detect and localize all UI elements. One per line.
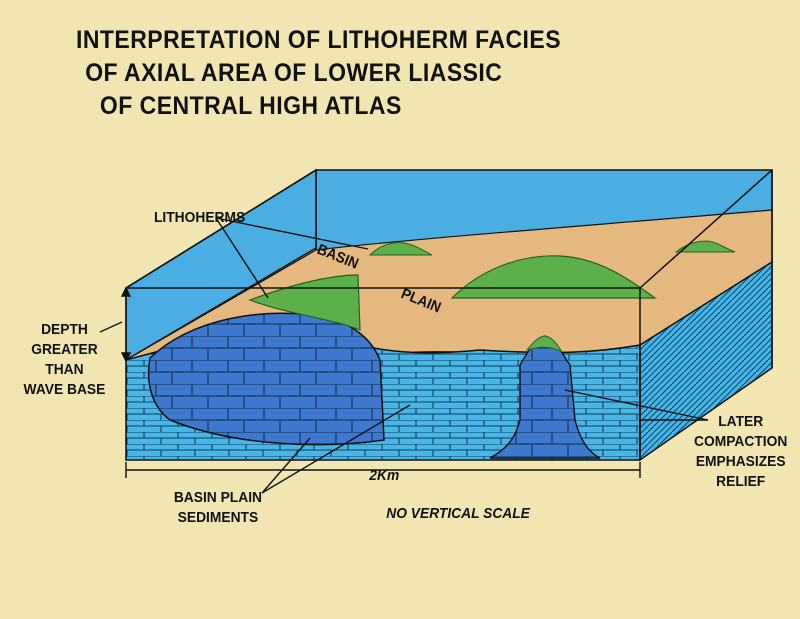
label-depth-line-1: DEPTH: [41, 321, 88, 338]
label-depth-line-3: THAN: [45, 361, 84, 378]
label-basin-plain-sediments: BASIN PLAIN SEDIMENTS: [174, 488, 262, 528]
title-line-3: OF CENTRAL HIGH ATLAS: [99, 92, 402, 120]
lithoherm-mound-small: [368, 242, 433, 256]
lithoherm-core-center: [489, 335, 601, 459]
label-lithoherms: LITHOHERMS: [153, 209, 246, 226]
label-scale-2km: 2Km: [369, 467, 400, 484]
label-depth: DEPTH GREATER THAN WAVE BASE: [24, 320, 106, 400]
label-depth-line-4: WAVE BASE: [23, 381, 106, 398]
label-later-line-3: EMPHASIZES: [695, 453, 786, 470]
block-outline: [125, 169, 773, 460]
leader-lines: [215, 217, 709, 494]
scale-bar: [125, 462, 641, 478]
title-line-2: OF AXIAL AREA OF LOWER LIASSIC: [85, 59, 503, 87]
label-depth-line-2: GREATER: [31, 341, 98, 358]
diagram-title: INTERPRETATION OF LITHOHERM FACIES OF AX…: [76, 24, 561, 123]
label-later-line-2: COMPACTION: [694, 433, 788, 450]
label-sediments-line-1: BASIN PLAIN: [173, 489, 263, 506]
label-later-line-4: RELIEF: [716, 473, 766, 490]
label-later-line-1: LATER: [718, 413, 764, 430]
depth-arrow: [99, 286, 132, 363]
label-no-vertical-scale: NO VERTICAL SCALE: [386, 505, 530, 522]
label-later-compaction: LATER COMPACTION EMPHASIZES RELIEF: [694, 412, 787, 492]
label-sediments-line-2: SEDIMENTS: [177, 509, 259, 526]
title-line-1: INTERPRETATION OF LITHOHERM FACIES: [76, 26, 562, 54]
